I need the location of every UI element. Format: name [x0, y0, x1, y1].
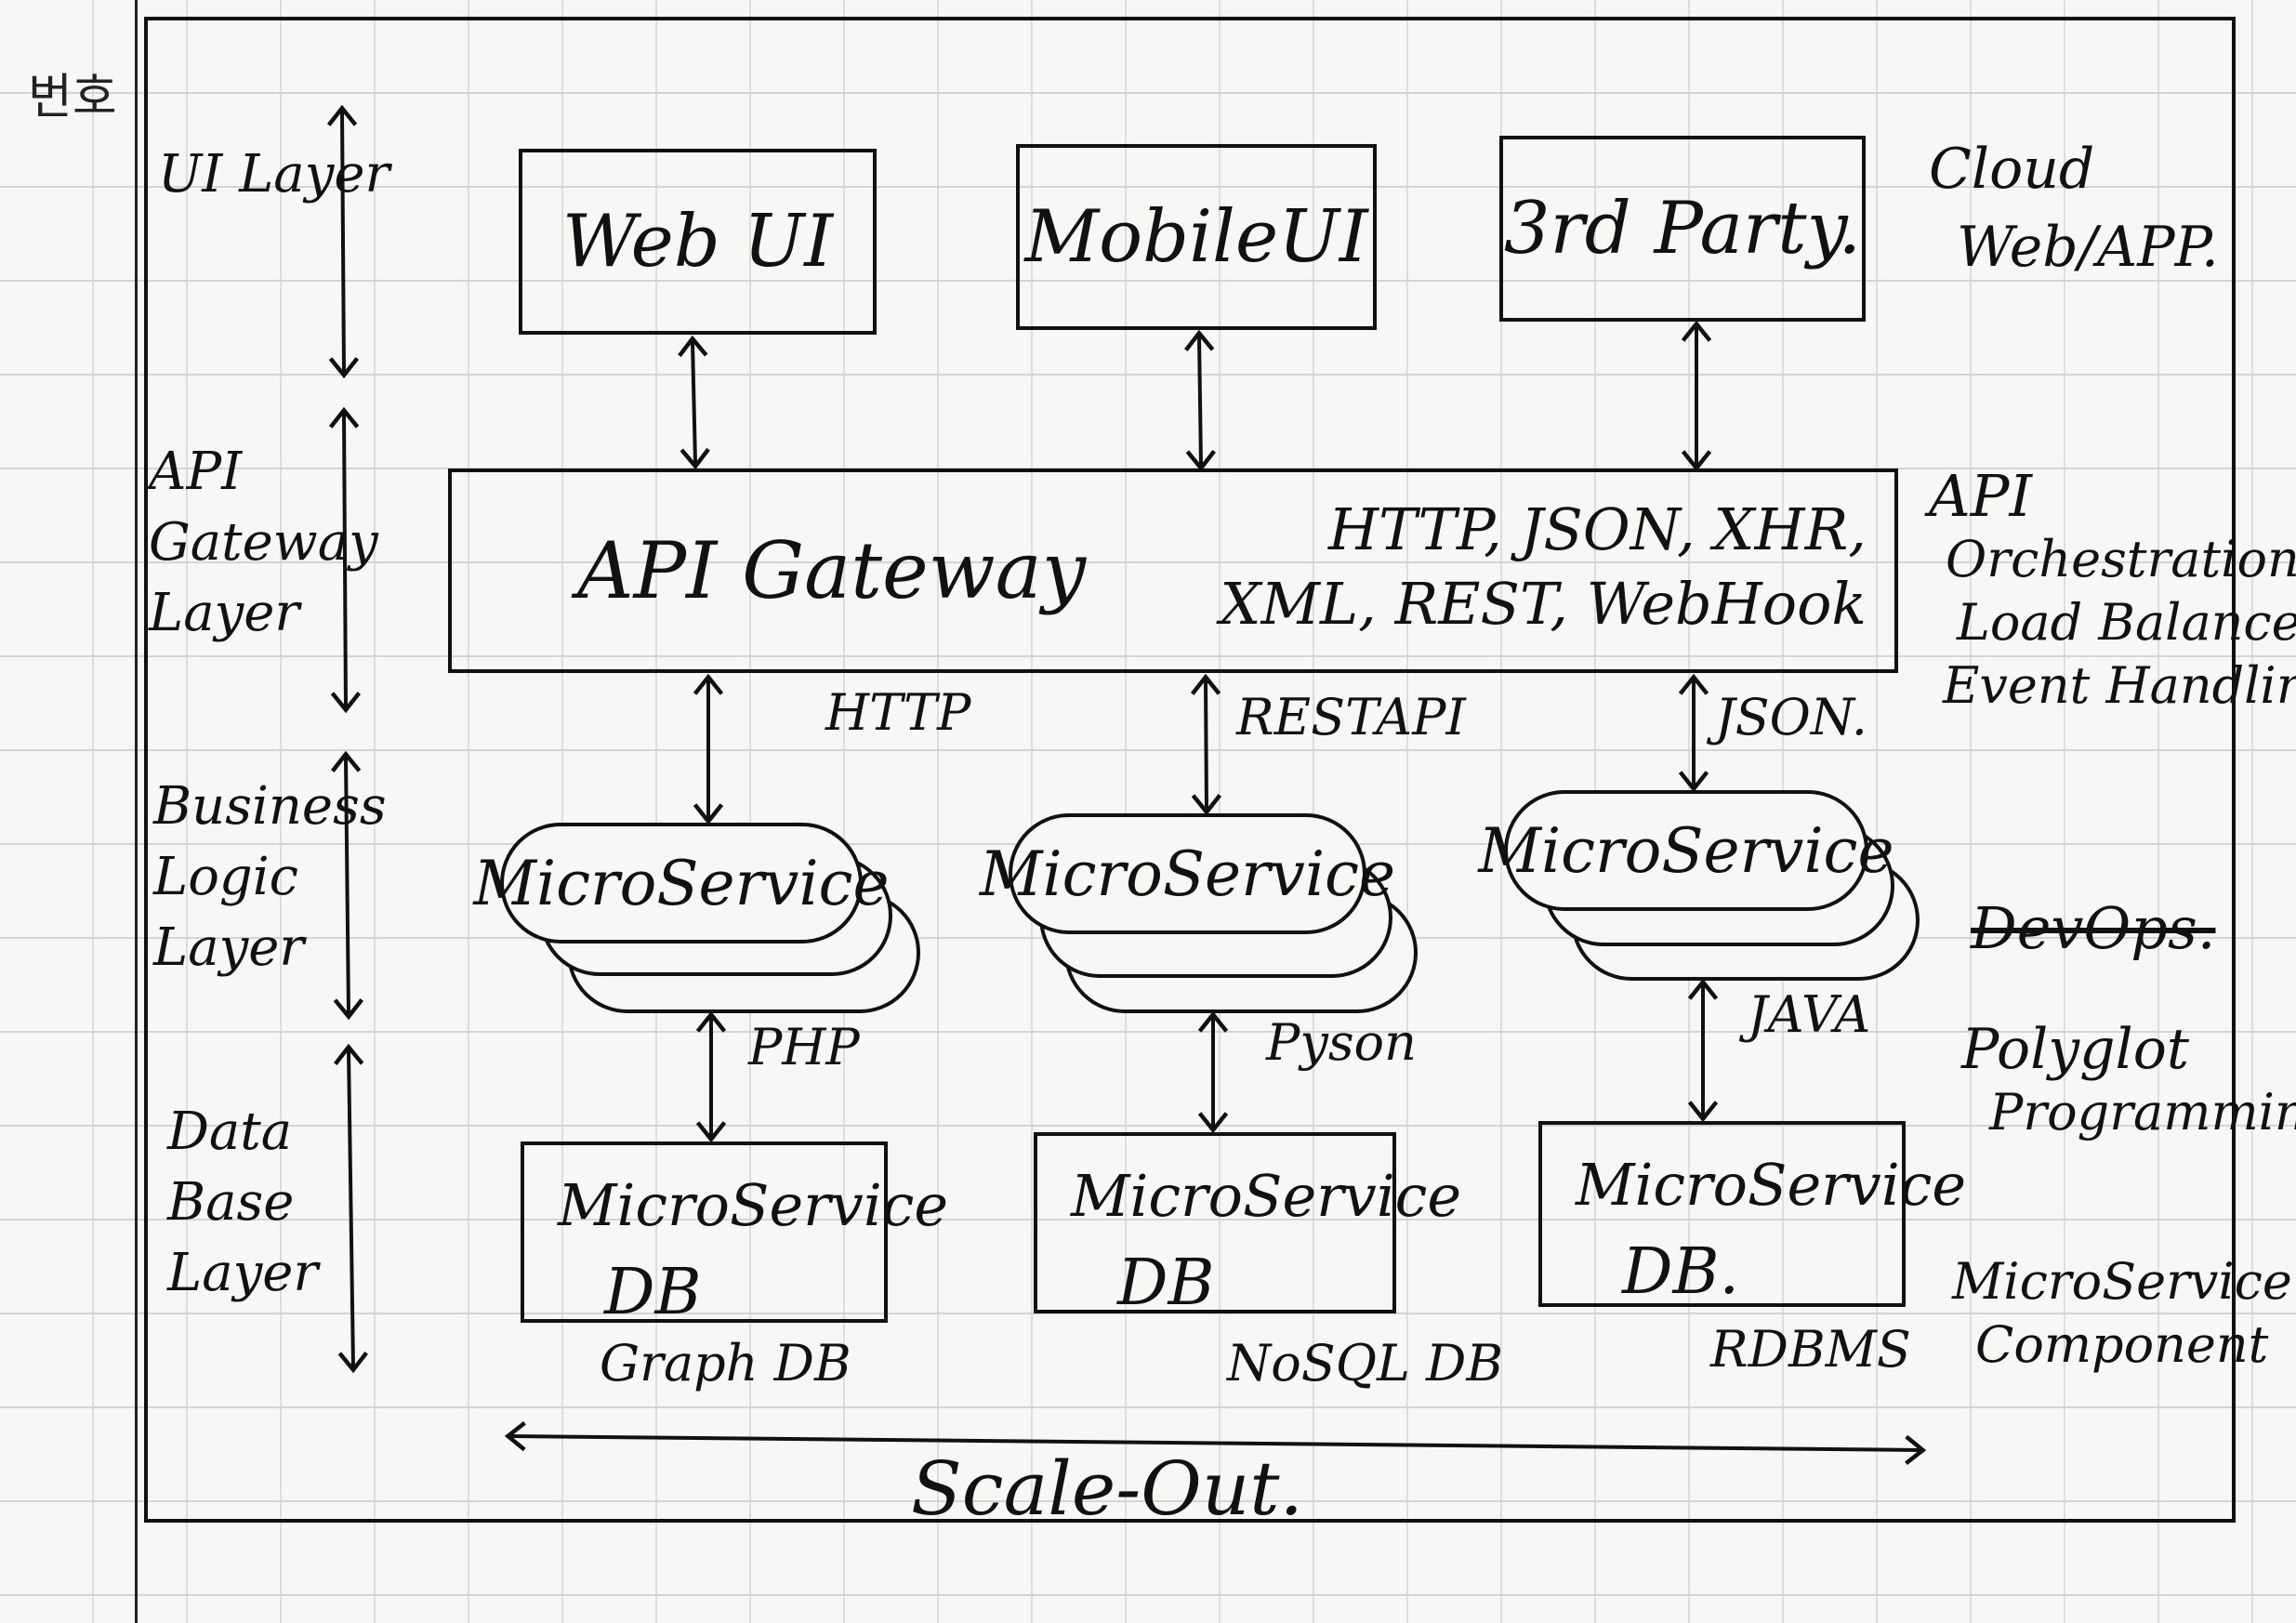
- note-cloud: Cloud Web/APP.: [1929, 137, 2219, 280]
- mobile-ui-box: MobileUI: [1016, 144, 1377, 330]
- db-type-rdbms: RDBMS: [1710, 1320, 1911, 1379]
- layer-arrow-db: [334, 1043, 368, 1374]
- api-gateway-title: API Gateway: [577, 525, 1087, 616]
- layer-arrow-ui: [326, 104, 360, 379]
- note-component: MicroService Component: [1952, 1252, 2292, 1374]
- edge-label-http: HTTP: [825, 683, 971, 742]
- db-type-graph: Graph DB: [600, 1334, 851, 1392]
- note-polyglot: Polyglot Programming.: [1961, 1017, 2296, 1141]
- note-api: API Orchestration Load Balance Event Han…: [1929, 462, 2296, 716]
- microservice-1: MicroService: [473, 823, 890, 943]
- db-type-nosql: NoSQL DB: [1227, 1334, 1504, 1392]
- db-box-1: MicroService DB: [521, 1141, 948, 1329]
- arrow-gateway-ms2: [1190, 673, 1222, 816]
- edge-label-java: JAVA: [1748, 985, 1871, 1044]
- layer-label-database: Data Base Layer: [167, 1102, 319, 1303]
- layer-arrow-business: [330, 750, 364, 1021]
- microservice-3: MicroService: [1478, 790, 1894, 911]
- arrow-scale-out: [504, 1420, 1927, 1466]
- edge-label-php: PHP: [748, 1018, 860, 1076]
- edge-label-python: Pyson: [1266, 1013, 1417, 1072]
- arrow-web-gateway: [678, 335, 710, 470]
- microservice-2: MicroService: [980, 813, 1395, 934]
- api-gateway-protocols: HTTP, JSON, XHR, XML, REST, WebHook: [1220, 495, 1867, 638]
- margin-line: [135, 0, 138, 1623]
- page-number-label: 번호: [28, 70, 117, 125]
- note-devops: DevOps.: [1971, 894, 2216, 962]
- arrow-mobile-gateway: [1184, 329, 1216, 472]
- web-ui-box: Web UI: [519, 149, 877, 335]
- api-gateway-box: API Gateway HTTP, JSON, XHR, XML, REST, …: [448, 468, 1898, 673]
- third-party-box: 3rd Party.: [1499, 136, 1866, 322]
- layer-arrow-api: [328, 406, 362, 714]
- db-box-2: MicroService DB: [1034, 1132, 1461, 1320]
- edge-label-rest: RESTAPI: [1236, 688, 1466, 746]
- edge-label-json: JSON.: [1715, 688, 1867, 746]
- db-box-3: MicroService DB.: [1538, 1121, 1966, 1309]
- diagram-frame: [144, 17, 2236, 1523]
